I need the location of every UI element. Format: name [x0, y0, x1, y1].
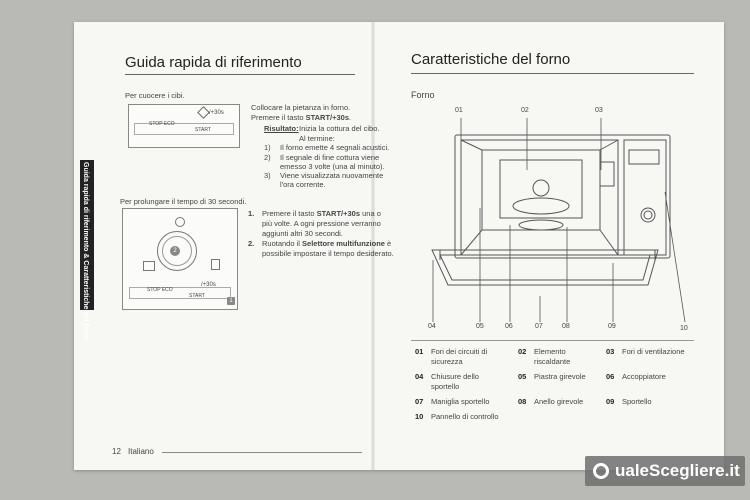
callout-label: 10 — [680, 325, 688, 332]
control-panel-figure-2: 2 STOP ECO START /+30s 1 — [122, 208, 238, 310]
step-text: più volte. A ogni pressione verranno — [262, 219, 381, 228]
result-item-text: l'ora corrente. — [280, 180, 326, 189]
legend-num: 08 — [518, 397, 527, 406]
left-page-title: Guida rapida di riferimento — [125, 54, 302, 71]
right-page-title: Caratteristiche del forno — [411, 51, 571, 68]
start-label: START — [195, 127, 211, 133]
step-intro-line-1: Collocare la pietanza in forno. — [251, 103, 351, 112]
step-num: 2. — [248, 239, 255, 248]
result-item-text: Il forno emette 4 segnali acustici. — [280, 143, 390, 152]
legend-text: Fori di ventilazione — [622, 347, 685, 356]
step-text: aggiunti altri 30 secondi. — [262, 229, 343, 238]
watermark-text: ualeScegliere.it — [615, 461, 740, 480]
callout-label: 05 — [476, 323, 484, 330]
left-title-rule — [125, 74, 355, 75]
plus30-label: /+30s — [209, 110, 224, 116]
plus30-label-2: /+30s — [201, 282, 216, 288]
callout-label: 07 — [535, 323, 543, 330]
result-item-text: Viene visualizzata nuovamente — [280, 171, 384, 180]
control-panel-figure-1: STOP ECO START /+30s — [128, 104, 240, 148]
result-label: Risultato: — [264, 124, 299, 133]
footer-rule — [162, 452, 362, 453]
callout-label: 04 — [428, 323, 436, 330]
legend-num: 02 — [518, 347, 527, 356]
step-num: 1. — [248, 209, 255, 218]
dial-step-number: 2 — [170, 246, 180, 256]
legend-rule — [411, 340, 694, 341]
stop-eco-label-2: STOP ECO — [147, 287, 173, 293]
step-intro-line-2: Premere il tasto START/+30s. — [251, 113, 352, 122]
step-text: possibile impostare il tempo desiderato. — [262, 249, 394, 258]
start-label-2: START — [189, 293, 205, 299]
page-language: Italiano — [128, 447, 154, 456]
result-item-text: emesso 3 volte (una al minuto). — [280, 162, 385, 171]
right-title-rule — [411, 73, 694, 74]
chapter-tab: Guida rapida di riferimento & Caratteris… — [80, 160, 94, 341]
step-badge: 1 — [227, 297, 235, 305]
oven-diagram — [431, 118, 686, 323]
legend-num: 09 — [606, 397, 615, 406]
result-item-num: 3) — [264, 171, 271, 180]
legend-text: Maniglia sportello — [431, 397, 490, 406]
legend-text: Accoppiatore — [622, 372, 666, 381]
lock-icon — [211, 259, 220, 270]
callout-label: 09 — [608, 323, 616, 330]
section-cook-heading: Per cuocere i cibi. — [125, 91, 185, 100]
legend-num: 10 — [415, 412, 424, 421]
timer-icon — [175, 217, 185, 227]
result-item-num: 2) — [264, 153, 271, 162]
child-lock-icon — [143, 261, 155, 271]
result-item-text: Il segnale di fine cottura viene — [280, 153, 380, 162]
step-text: Premere il tasto START/+30s una o — [262, 209, 381, 218]
step-text: Ruotando il Selettore multifunzione è — [262, 239, 392, 248]
legend-num: 06 — [606, 372, 615, 381]
callout-label: 06 — [505, 323, 513, 330]
legend-num: 05 — [518, 372, 527, 381]
stop-eco-label: STOP ECO — [149, 121, 175, 127]
start-diamond-icon — [197, 106, 210, 119]
q-logo-icon — [593, 463, 609, 479]
legend-num: 07 — [415, 397, 424, 406]
watermark-logo: ualeScegliere.it — [585, 456, 745, 486]
section-extend-heading: Per prolungare il tempo di 30 secondi. — [120, 197, 247, 206]
result-text-2: Al termine: — [299, 134, 335, 143]
legend-num: 04 — [415, 372, 424, 381]
page-number: 12 — [112, 447, 121, 456]
legend-text: Piastra girevole — [534, 372, 586, 381]
result-item-num: 1) — [264, 143, 271, 152]
callout-label: 02 — [521, 107, 529, 114]
legend-text: Sportello — [622, 397, 652, 406]
result-text: Inizia la cottura del cibo. — [299, 124, 380, 133]
chapter-tab-label: Guida rapida di riferimento & Caratteris… — [82, 162, 89, 342]
callout-label: 08 — [562, 323, 570, 330]
legend-text: Pannello di controllo — [431, 412, 499, 421]
legend-num: 03 — [606, 347, 615, 356]
oven-subtitle: Forno — [411, 90, 435, 100]
callout-label: 01 — [455, 107, 463, 114]
callout-label: 03 — [595, 107, 603, 114]
legend-num: 01 — [415, 347, 424, 356]
page-gutter — [371, 22, 375, 470]
legend-text: Anello girevole — [534, 397, 584, 406]
